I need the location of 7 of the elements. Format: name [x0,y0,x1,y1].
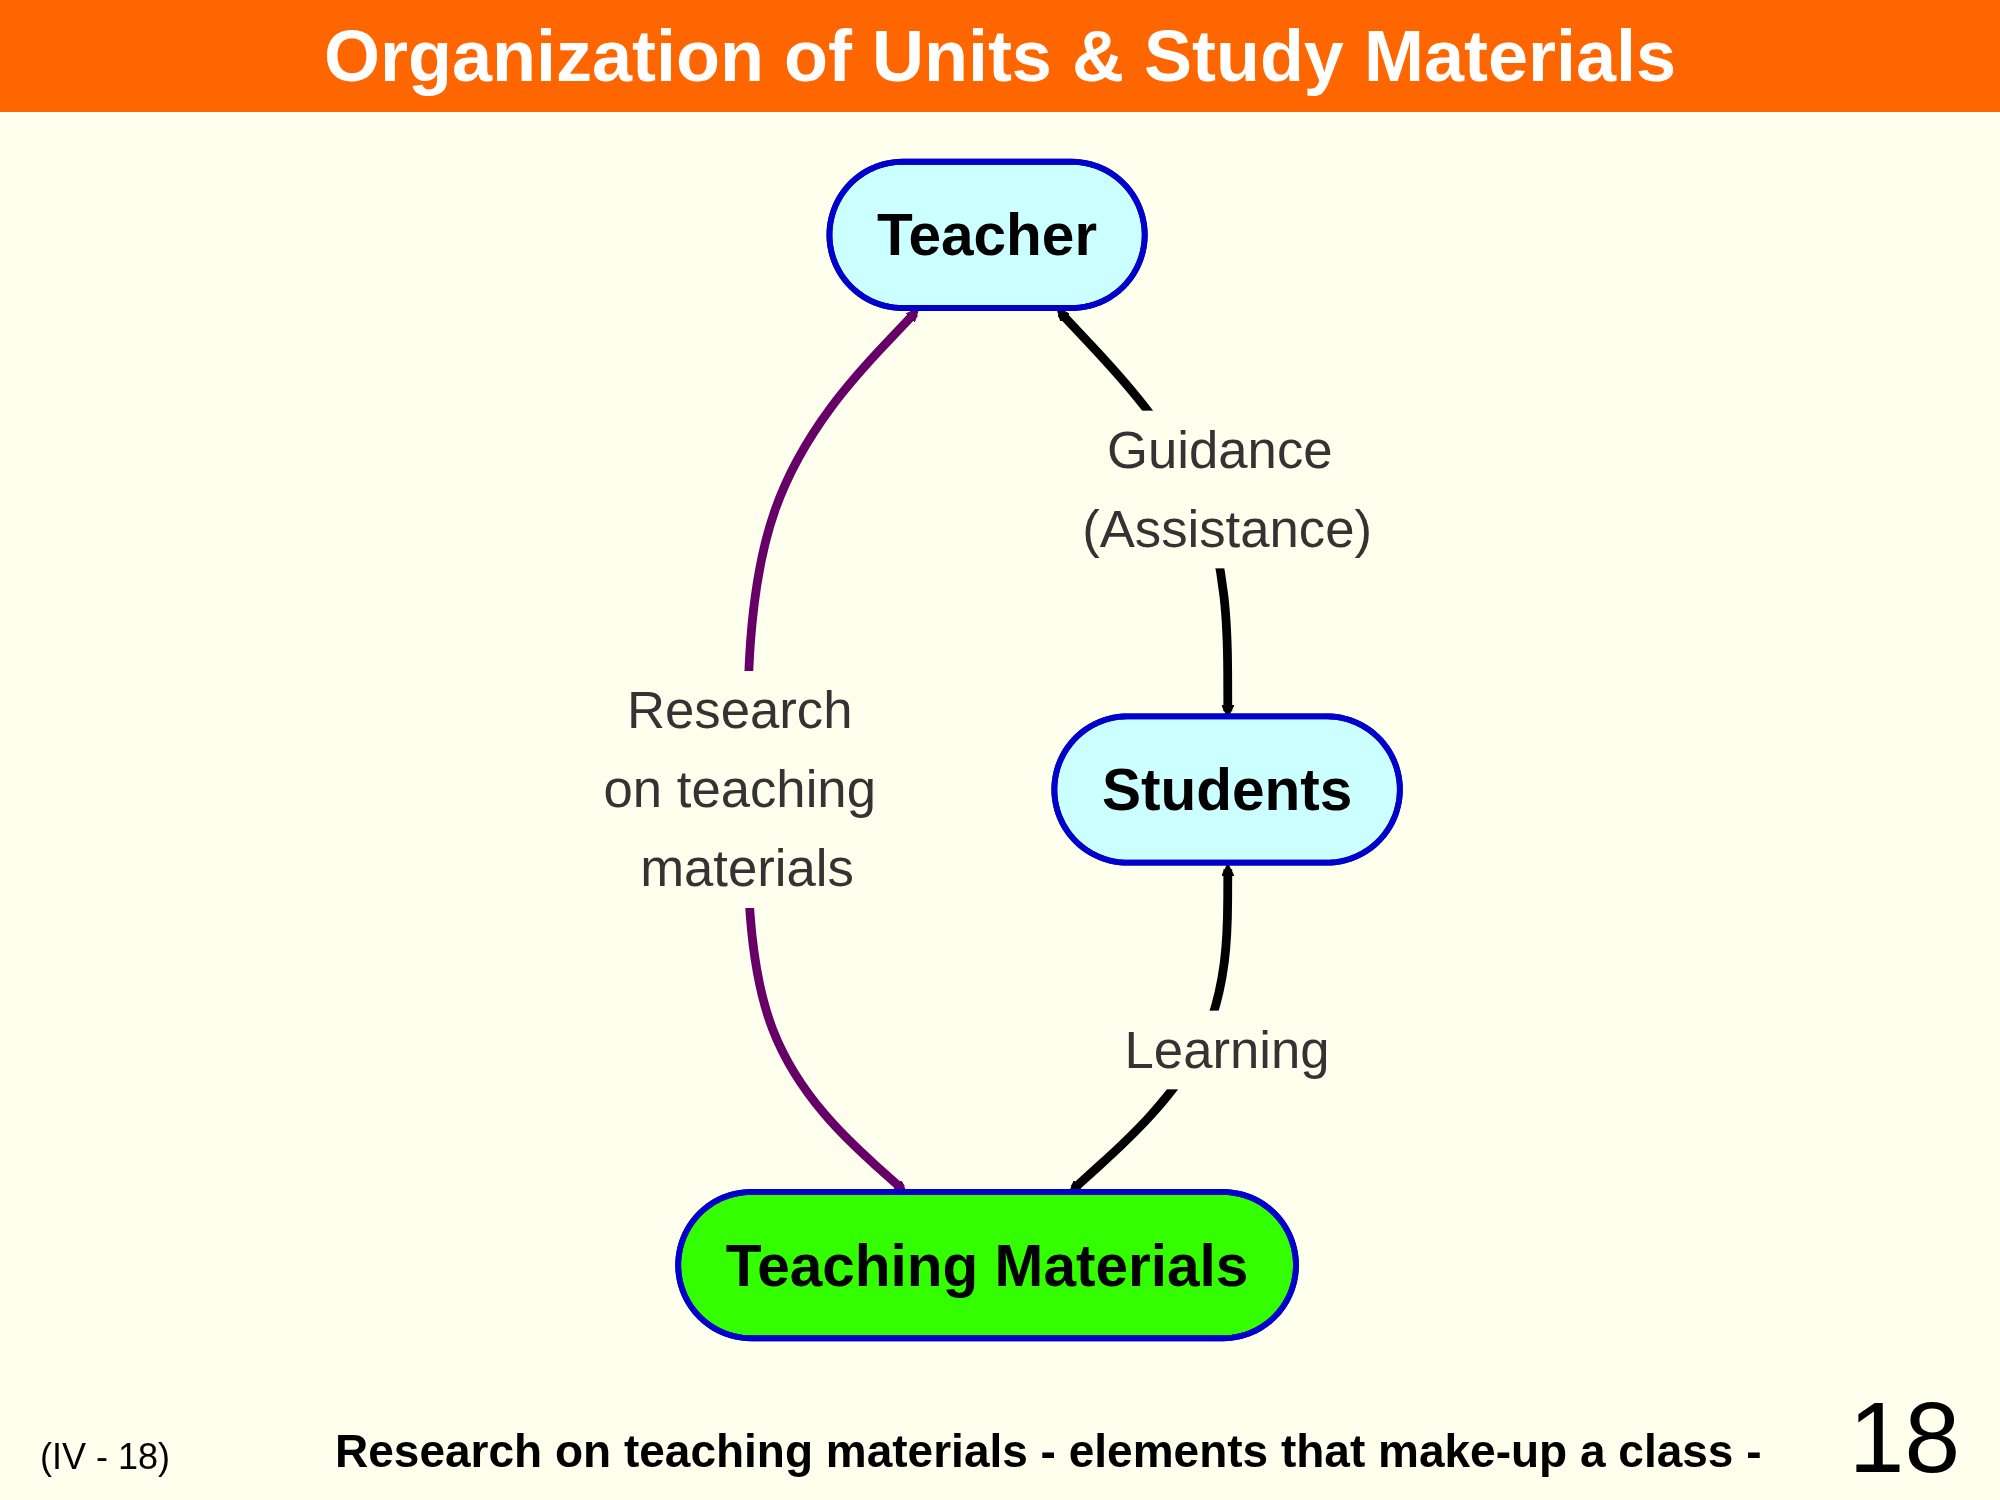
page-number: 18 [1848,1380,1960,1495]
footer-text: Research on teaching materials - elements that make-up a class - [335,1424,1762,1478]
edge-label: Guidance (Assistance) [1081,419,1372,559]
edge-label: Learning [1124,1019,1330,1080]
slide-code: (IV - 18) [40,1436,171,1478]
title-banner: Organization of Units & Study Materials [0,0,2000,112]
edge-label: Research on teaching materials [603,679,876,898]
